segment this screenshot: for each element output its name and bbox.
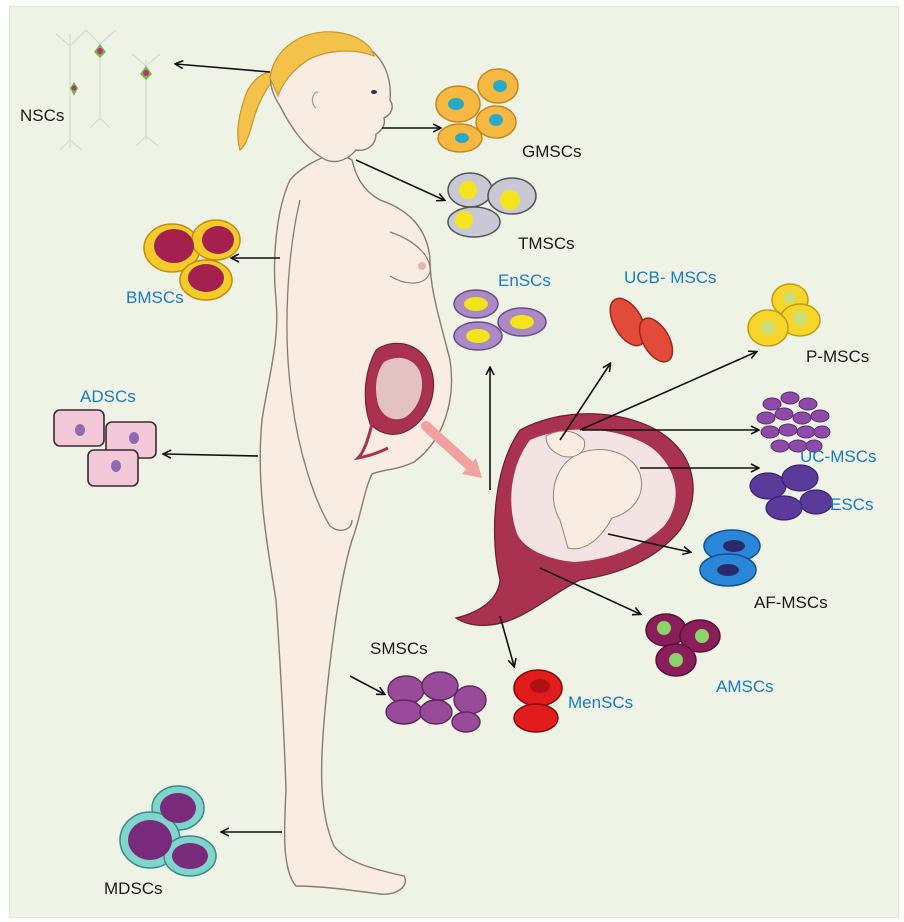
- p-mscs-cells-icon: [748, 284, 820, 346]
- label-menscs: MenSCs: [568, 694, 633, 711]
- label-gmscs: GMSCs: [522, 143, 582, 160]
- uterus-illustration: [426, 414, 693, 626]
- arrow-to-smscs: [350, 676, 384, 694]
- label-tmscs: TMSCs: [518, 235, 575, 252]
- label-bmscs: BMSCs: [126, 289, 184, 306]
- af-mscs-cells-icon: [700, 530, 760, 586]
- arrow-to-p-mscs: [580, 352, 756, 430]
- label-enscs: EnSCs: [498, 272, 551, 289]
- label-uc-mscs: UC-MSCs: [800, 448, 877, 465]
- amscs-cells-icon: [646, 614, 720, 676]
- label-amscs: AMSCs: [716, 678, 774, 695]
- arrow-to-nscs: [176, 64, 270, 72]
- uc-mscs-cells-icon: [757, 392, 830, 452]
- label-p-mscs: P-MSCs: [806, 348, 869, 365]
- enscs-cells-icon: [454, 290, 546, 350]
- label-escs: ESCs: [830, 496, 873, 513]
- gmscs-cells-icon: [436, 69, 518, 152]
- mdscs-cells-icon: [120, 786, 216, 876]
- smscs-cells-icon: [386, 672, 486, 732]
- ucb-mscs-cells-icon: [603, 292, 679, 367]
- label-mdscs: MDSCs: [104, 880, 163, 897]
- arrow-to-adscs: [164, 454, 258, 456]
- adscs-cells-icon: [54, 410, 156, 486]
- label-ucb-mscs: UCB- MSCs: [624, 269, 717, 286]
- nscs-neuron-cells-icon: [56, 30, 160, 150]
- pregnant-woman-figure: [238, 32, 452, 894]
- menscs-cells-icon: [514, 670, 562, 732]
- label-af-mscs: AF-MSCs: [754, 594, 828, 611]
- arrow-to-menscs: [500, 616, 514, 666]
- label-adscs: ADSCs: [80, 388, 136, 405]
- label-smscs: SMSCs: [370, 640, 428, 657]
- escs-cells-icon: [750, 465, 832, 520]
- label-nscs: NSCs: [20, 107, 64, 124]
- tmscs-cells-icon: [448, 173, 536, 237]
